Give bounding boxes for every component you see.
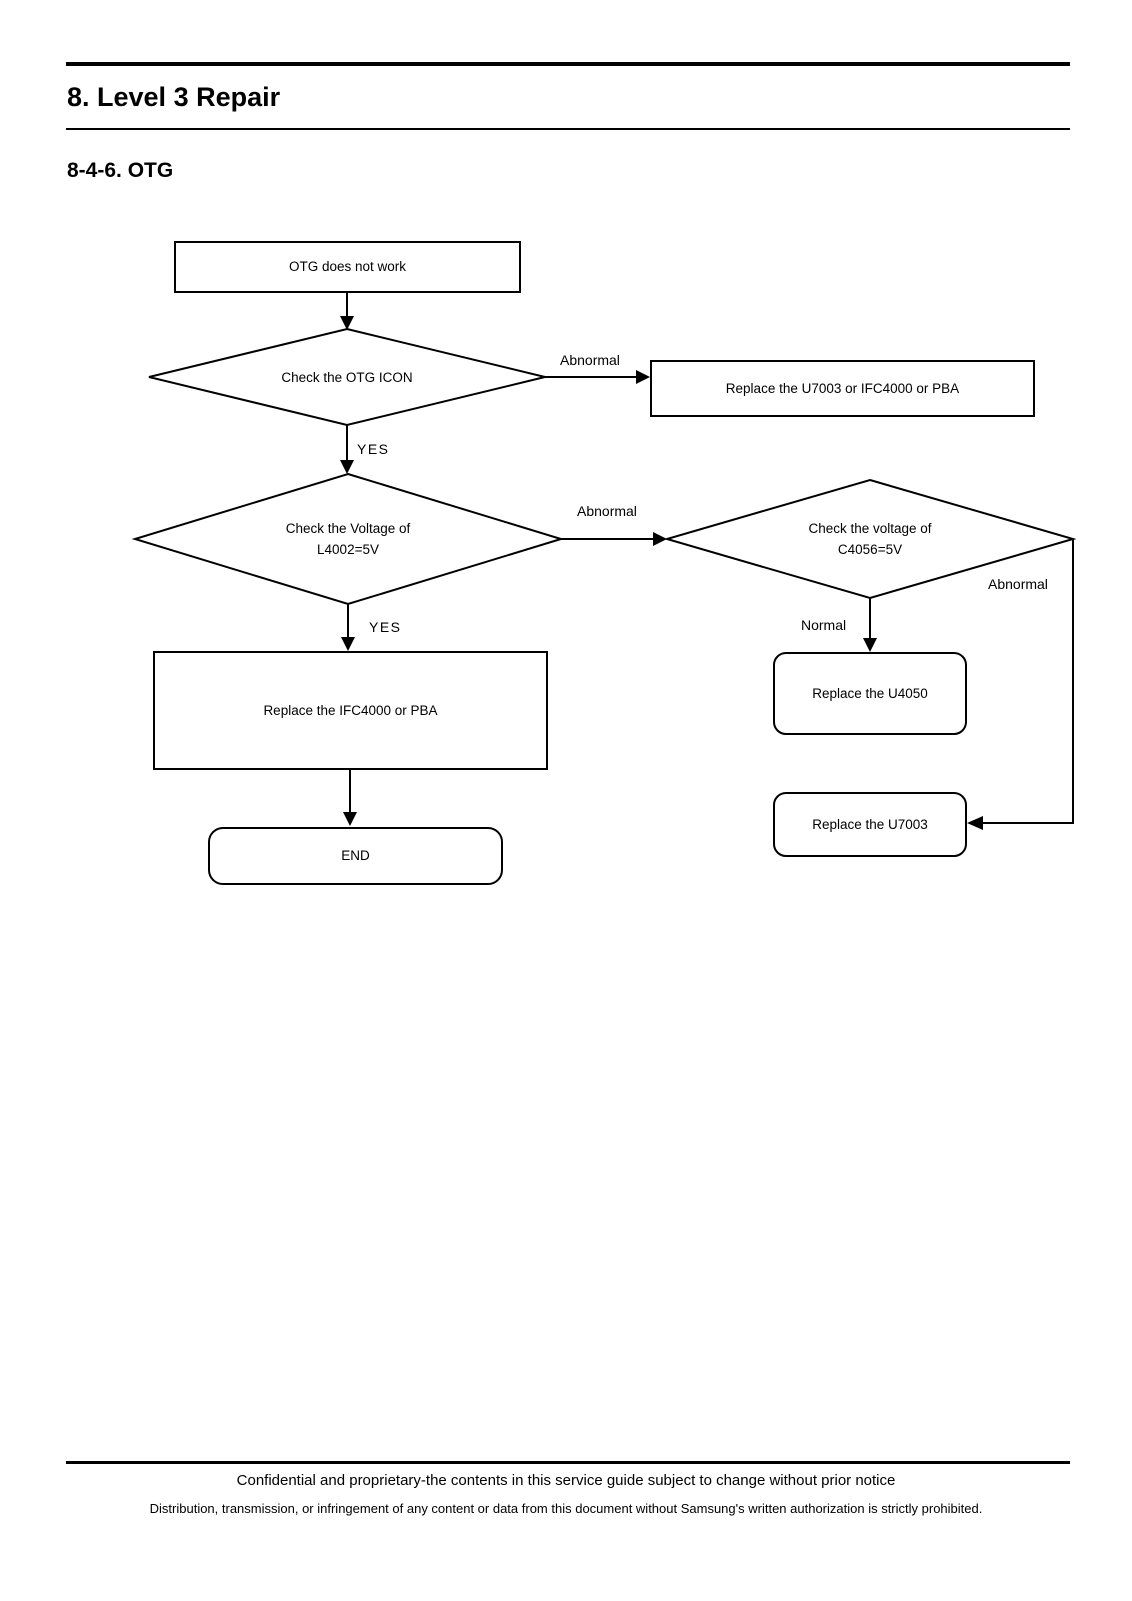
edge-label-c4056-normal: Normal	[801, 617, 847, 633]
edge-label-otg-yes: YES	[357, 441, 390, 457]
header-bottom-rule	[66, 128, 1070, 130]
decision-check-voltage-l4002-shape	[131, 472, 565, 606]
edge-label-l4002-abnormal: Abnormal	[577, 503, 637, 519]
node-replace-u7003-label: Replace the U7003	[812, 816, 928, 832]
footer-confidential-notice: Confidential and proprietary-the content…	[236, 1472, 896, 1489]
arrowhead-left-icon	[967, 816, 983, 830]
arrowhead-down-icon	[340, 460, 354, 474]
node-replace-u7003-ifc4000-pba-label: Replace the U7003 or IFC4000 or PBA	[725, 380, 960, 396]
edge-label-c4056-abnormal: Abnormal	[988, 576, 1048, 592]
node-replace-u7003-ifc4000-pba: Replace the U7003 or IFC4000 or PBA	[650, 360, 1035, 417]
section-title: 8-4-6. OTG	[67, 159, 174, 182]
arrowhead-down-icon	[340, 316, 354, 330]
edge-l4002-abnormal	[561, 532, 667, 546]
page-title: 8. Level 3 Repair	[67, 82, 281, 112]
edge-to-end	[343, 770, 357, 826]
edge-c4056-normal	[863, 598, 877, 652]
edge-otg-abnormal	[545, 370, 650, 384]
node-end-label: END	[341, 848, 370, 863]
edge-label-otg-abnormal: Abnormal	[560, 352, 620, 368]
node-replace-u4050-label: Replace the U4050	[812, 685, 928, 701]
arrowhead-right-icon	[636, 370, 650, 384]
footer-distribution-notice: Distribution, transmission, or infringem…	[149, 1501, 983, 1516]
edge-otg-yes	[340, 425, 354, 474]
edge-start-to-check-otg	[340, 293, 354, 330]
header-top-rule	[66, 62, 1070, 66]
node-replace-ifc4000-pba: Replace the IFC4000 or PBA	[153, 651, 548, 770]
footer-rule	[66, 1461, 1070, 1464]
node-start-label: OTG does not work	[288, 259, 407, 274]
arrowhead-down-icon	[341, 637, 355, 651]
edge-label-l4002-yes: YES	[369, 619, 402, 635]
decision-check-otg-icon-shape	[148, 327, 546, 427]
node-end: END	[208, 827, 503, 885]
arrowhead-right-icon	[653, 532, 667, 546]
node-start: OTG does not work	[174, 241, 521, 293]
node-replace-u7003: Replace the U7003	[773, 792, 967, 857]
node-replace-ifc4000-pba-label: Replace the IFC4000 or PBA	[263, 702, 438, 718]
arrowhead-down-icon	[343, 812, 357, 826]
edge-l4002-yes	[341, 604, 355, 651]
arrowhead-down-icon	[863, 638, 877, 652]
edge-c4056-abnormal	[967, 539, 1074, 830]
node-replace-u4050: Replace the U4050	[773, 652, 967, 735]
